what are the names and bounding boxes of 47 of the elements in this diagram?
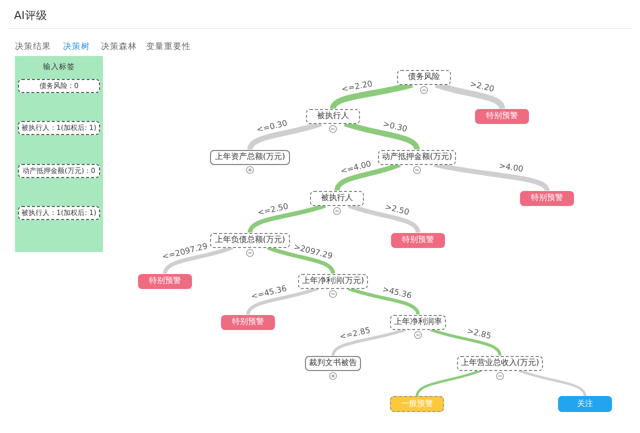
result-box: 特别预警	[138, 274, 192, 288]
decision-box: 裁判文书被告	[305, 356, 361, 370]
edge-label: >4.00	[498, 162, 524, 174]
branch-line	[266, 246, 335, 274]
edge-label: <=2.85	[339, 326, 372, 342]
branch-line	[248, 203, 326, 234]
branch-line	[518, 369, 586, 396]
tab-label: 决策结果	[15, 41, 51, 53]
decision-box: 被执行人	[306, 108, 360, 124]
decision-box: 上年负债总额(万元)	[210, 232, 290, 248]
decision-box: 上年净利润率	[390, 314, 446, 330]
branch-line	[416, 369, 482, 396]
result-box: 特别预警	[221, 314, 275, 330]
edge-label: >45.36	[381, 286, 412, 300]
edge-label: <=0.30	[255, 120, 288, 134]
tab-label: 决策树	[63, 41, 90, 53]
tab-label: 变量重要性	[146, 41, 191, 53]
decision-box: 上年资产总额(万元)	[210, 150, 290, 164]
input-panel	[15, 56, 103, 252]
decision-box: 债务风险	[397, 70, 451, 84]
decision-box: 被执行人	[310, 190, 364, 206]
tab-label: 决策森林	[101, 41, 137, 53]
branch-line	[434, 162, 550, 192]
result-box: 特别预警	[475, 108, 529, 124]
edge-label: <=45.36	[250, 284, 288, 302]
page-title: AI评级	[14, 8, 47, 23]
decision-box: 上年净利润(万元)	[298, 274, 368, 288]
branch-line	[430, 328, 502, 356]
edge-label: <=2.50	[256, 202, 290, 218]
edge-label: <=2.20	[341, 80, 374, 94]
result-box: 一般预警	[390, 396, 444, 412]
edge-label: >2.50	[384, 203, 410, 217]
branch-line	[332, 328, 406, 356]
decision-box: 动产抵押金额(万元)	[378, 150, 456, 164]
edge-label: <=4.00	[340, 160, 372, 176]
branch-line	[334, 162, 401, 192]
branch-line	[348, 286, 420, 315]
result-box: 特别预警	[520, 190, 574, 206]
result-box: 特别预警	[391, 232, 445, 248]
branch-line	[348, 203, 420, 233]
edge-label: >2.85	[466, 327, 492, 341]
decision-box: 上年营业总收入(万元)	[457, 356, 543, 370]
branch-line	[246, 286, 318, 315]
result-box: 关注	[558, 396, 612, 412]
branch-line	[163, 246, 234, 274]
edge-label: >0.30	[382, 120, 408, 134]
edge-label: >2.20	[469, 80, 495, 94]
